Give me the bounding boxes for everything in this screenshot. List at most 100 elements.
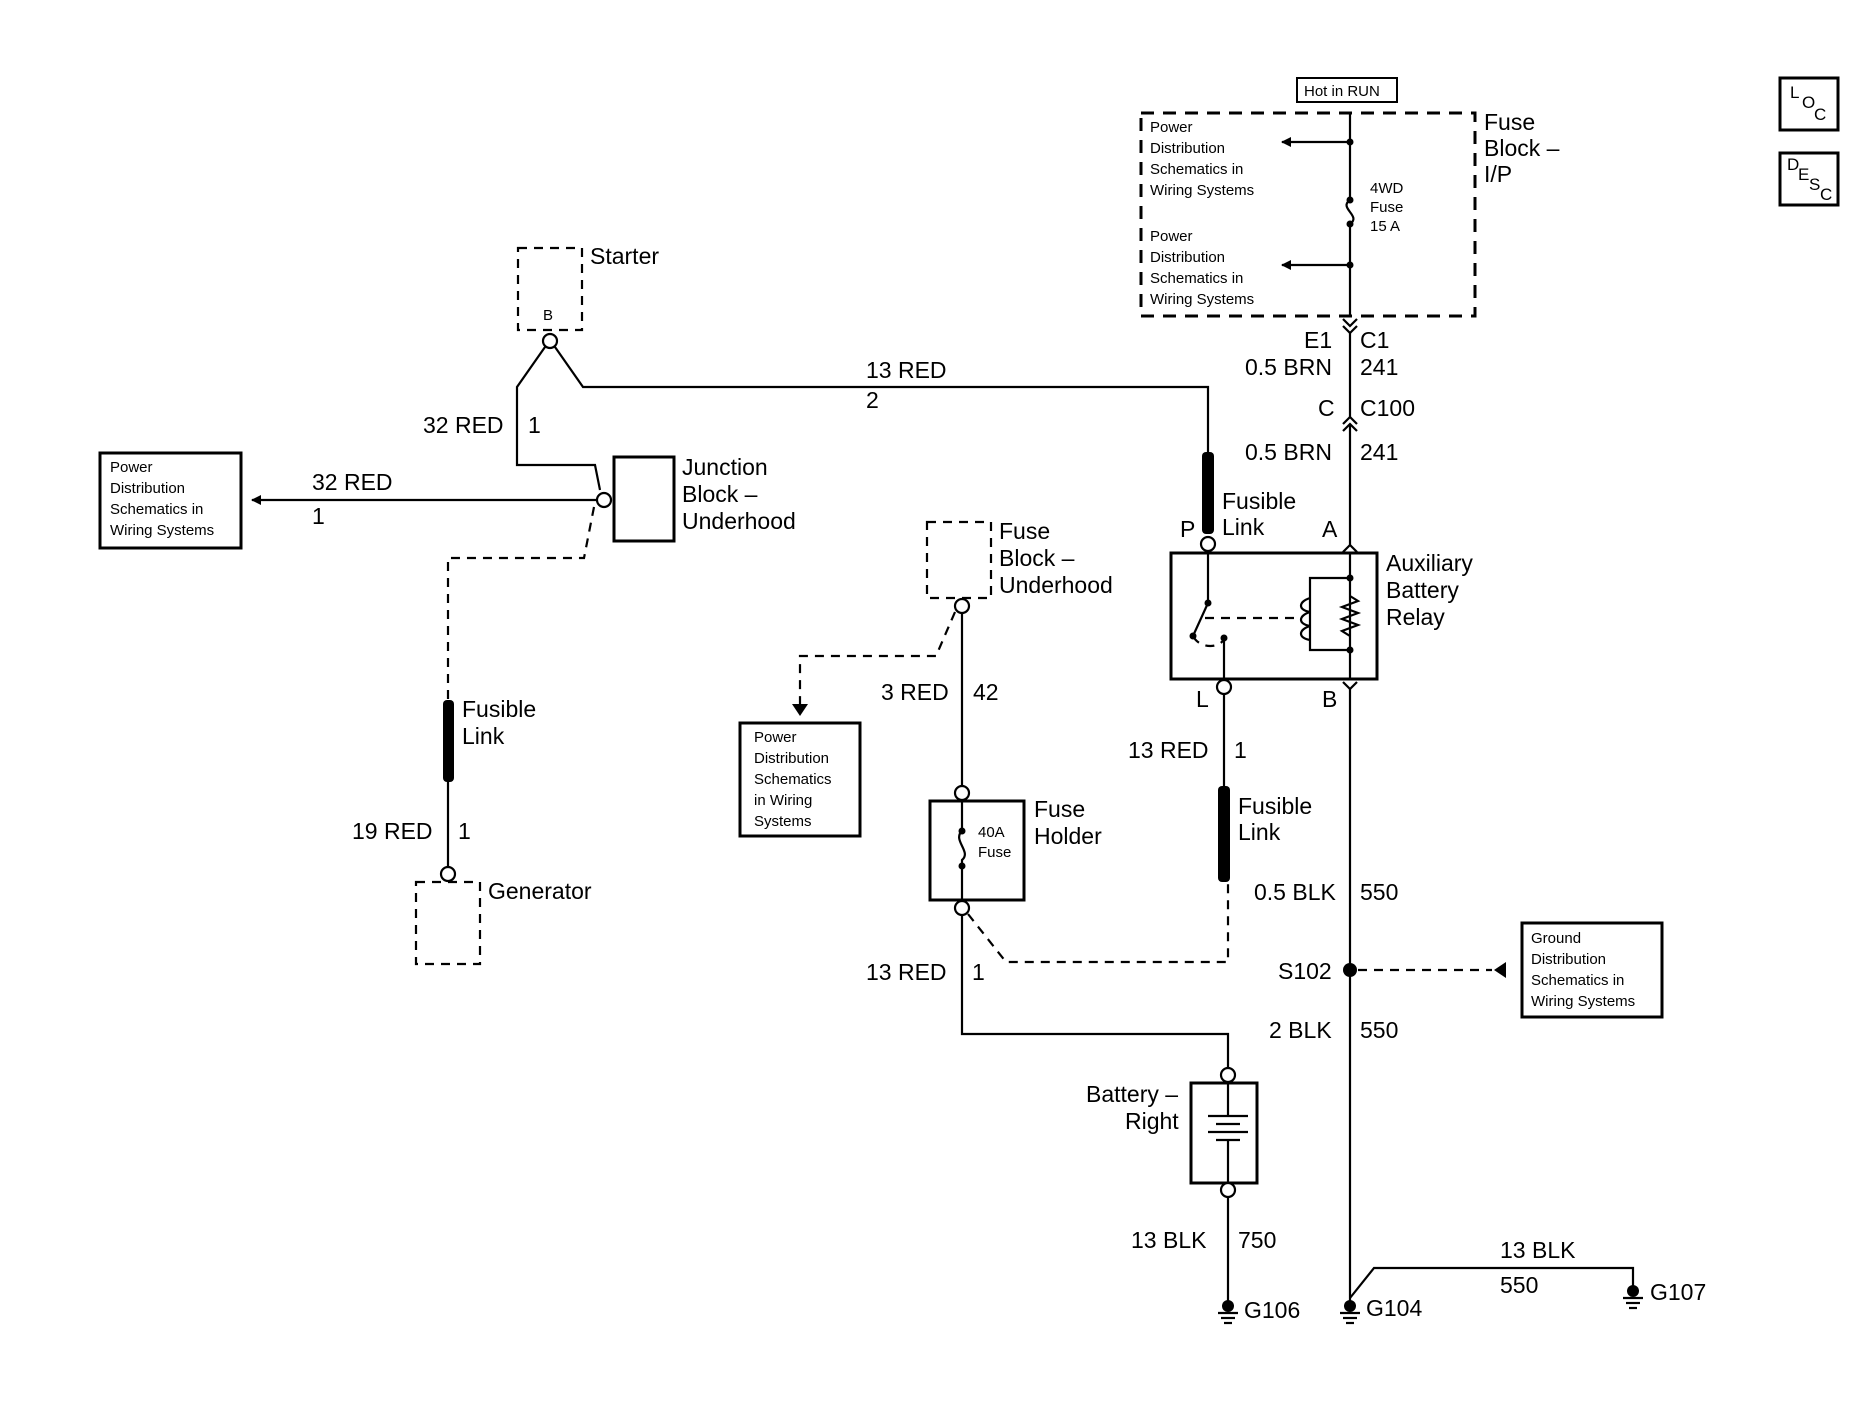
fusible-link-generator-label: Fusible Link — [462, 696, 536, 749]
svg-text:Underhood: Underhood — [682, 508, 796, 534]
svg-text:Distribution: Distribution — [1150, 249, 1225, 266]
fusible-link-l-label: Fusible Link — [1238, 793, 1312, 845]
loc-letter-c: C — [1814, 105, 1826, 124]
fuse-holder-outline — [928, 799, 1026, 902]
svg-text:Underhood: Underhood — [999, 572, 1113, 598]
wire-red32-pds-gauge: 32 RED — [312, 469, 393, 495]
wire-red32-circuit: 1 — [528, 412, 541, 438]
loc-letter-l: L — [1790, 83, 1799, 102]
battery-label: Battery – Right — [1086, 1081, 1179, 1134]
ground-g106-label: G106 — [1244, 1297, 1300, 1323]
svg-text:Fuse: Fuse — [1034, 796, 1085, 822]
fuse-block-ip-label: Fuse Block – I/P — [1484, 109, 1560, 187]
svg-text:Block –: Block – — [999, 545, 1075, 571]
starter-terminal — [541, 332, 559, 350]
svg-text:15 A: 15 A — [1370, 218, 1400, 235]
relay-resistor-icon — [1338, 595, 1362, 637]
generator-terminal — [439, 865, 457, 883]
pds-ip-bottom-label: Power Distribution Schematics in Wiring … — [1150, 228, 1254, 308]
junction-block-label: Junction Block – Underhood — [682, 454, 796, 534]
svg-text:Power: Power — [1150, 228, 1193, 245]
relay-pin-l: L — [1196, 686, 1209, 712]
wire-blk13-g107-circuit: 550 — [1500, 1272, 1538, 1298]
wire-red13-top-circuit: 2 — [866, 387, 879, 413]
pds-left-box[interactable] — [98, 451, 243, 550]
arrow-down-icon — [792, 704, 808, 716]
blk13-g107-wire — [1349, 1266, 1635, 1299]
ground-dist-label: Ground Distribution Schematics in Wiring… — [1531, 930, 1635, 1010]
junction-dot — [1346, 138, 1354, 146]
svg-text:Power: Power — [1150, 119, 1193, 136]
svg-text:Fusible: Fusible — [462, 696, 536, 722]
desc-button[interactable]: D E S C — [1778, 151, 1840, 207]
svg-text:in Wiring: in Wiring — [754, 792, 812, 809]
fuse-block-underhood-outline — [925, 520, 993, 600]
junction-dot — [1346, 261, 1354, 269]
generator-label: Generator — [488, 878, 592, 904]
ground-dist-box[interactable] — [1520, 921, 1664, 1019]
svg-text:Schematics in: Schematics in — [1531, 972, 1624, 989]
junction-dot — [958, 827, 966, 835]
fuse-40a-symbol — [958, 801, 966, 900]
loc-button[interactable]: L O C — [1778, 76, 1840, 132]
svg-text:Wiring Systems: Wiring Systems — [1150, 291, 1254, 308]
relay-switch-arm — [1191, 602, 1210, 637]
ground-g107-label: G107 — [1650, 1279, 1706, 1305]
arrow-left-icon — [1494, 962, 1506, 978]
svg-text:Distribution: Distribution — [1150, 140, 1225, 157]
fuse-block-ip-outline — [1139, 111, 1477, 318]
svg-text:Block –: Block – — [682, 481, 758, 507]
generator-dashed-wire — [446, 506, 596, 700]
connector-c100-symbol — [1342, 415, 1358, 425]
svg-text:Distribution: Distribution — [110, 480, 185, 497]
svg-text:Right: Right — [1125, 1108, 1179, 1134]
relay-outline — [1169, 551, 1379, 681]
svg-text:Distribution: Distribution — [1531, 951, 1606, 968]
svg-text:Schematics in: Schematics in — [110, 501, 203, 518]
svg-text:Fusible: Fusible — [1222, 488, 1296, 514]
wire-blk13-g107-gauge: 13 BLK — [1500, 1237, 1576, 1263]
wire-blk13-g106-gauge: 13 BLK — [1131, 1227, 1207, 1253]
ground-g104-dot — [1344, 1300, 1356, 1312]
fuse-40a-label: 40A Fuse — [978, 824, 1011, 861]
wire-red13-top-gauge: 13 RED — [866, 357, 947, 383]
fusible-link-p-label: Fusible Link — [1222, 488, 1296, 540]
svg-text:Power: Power — [110, 459, 153, 476]
dashed-to-pds-mid — [798, 611, 957, 710]
svg-text:Holder: Holder — [1034, 823, 1102, 849]
wire-red13-battery-circuit: 1 — [972, 959, 985, 985]
relay-pin-b: B — [1322, 686, 1337, 712]
svg-text:Distribution: Distribution — [754, 750, 829, 767]
svg-text:Fusible: Fusible — [1238, 793, 1312, 819]
pds-mid-label: Power Distribution Schematics in Wiring … — [754, 729, 832, 830]
fusible-link-l — [1218, 786, 1230, 882]
fuse-block-underhood-label: Fuse Block – Underhood — [999, 518, 1113, 598]
relay-coil-icon — [1299, 596, 1311, 642]
relay-switch-link — [1192, 635, 1226, 648]
svg-text:Fuse: Fuse — [999, 518, 1050, 544]
svg-text:Wiring Systems: Wiring Systems — [1531, 993, 1635, 1010]
dashed-to-fusible-link — [967, 882, 1230, 964]
wire-red19-circuit: 1 — [458, 818, 471, 844]
wire-blk2-circuit: 550 — [1360, 1017, 1398, 1043]
wire-red3-circuit: 42 — [973, 679, 999, 705]
pds-mid-box[interactable] — [738, 721, 862, 838]
junction-dot — [958, 862, 966, 870]
splice-s102 — [1343, 963, 1357, 977]
wire-brn-top-circuit: 241 — [1360, 354, 1398, 380]
svg-text:Auxiliary: Auxiliary — [1386, 550, 1473, 576]
wire-red32-pds-circuit: 1 — [312, 503, 325, 529]
connector-c1-symbol — [1342, 318, 1358, 328]
battery-negative-terminal — [1219, 1181, 1237, 1199]
wire-blk13-g106-circuit: 750 — [1238, 1227, 1276, 1253]
svg-text:40A: 40A — [978, 824, 1005, 841]
wire-brn-mid-gauge: 0.5 BRN — [1245, 439, 1332, 465]
starter-to-junction-wire — [515, 346, 602, 491]
pds-ip-top-label: Power Distribution Schematics in Wiring … — [1150, 119, 1254, 199]
wire-red19-gauge: 19 RED — [352, 818, 433, 844]
ground-g104-label: G104 — [1366, 1295, 1422, 1321]
desc-letter-e: E — [1798, 165, 1809, 184]
battery-positive-terminal — [1219, 1066, 1237, 1084]
ground-g106-dot — [1222, 1300, 1234, 1312]
